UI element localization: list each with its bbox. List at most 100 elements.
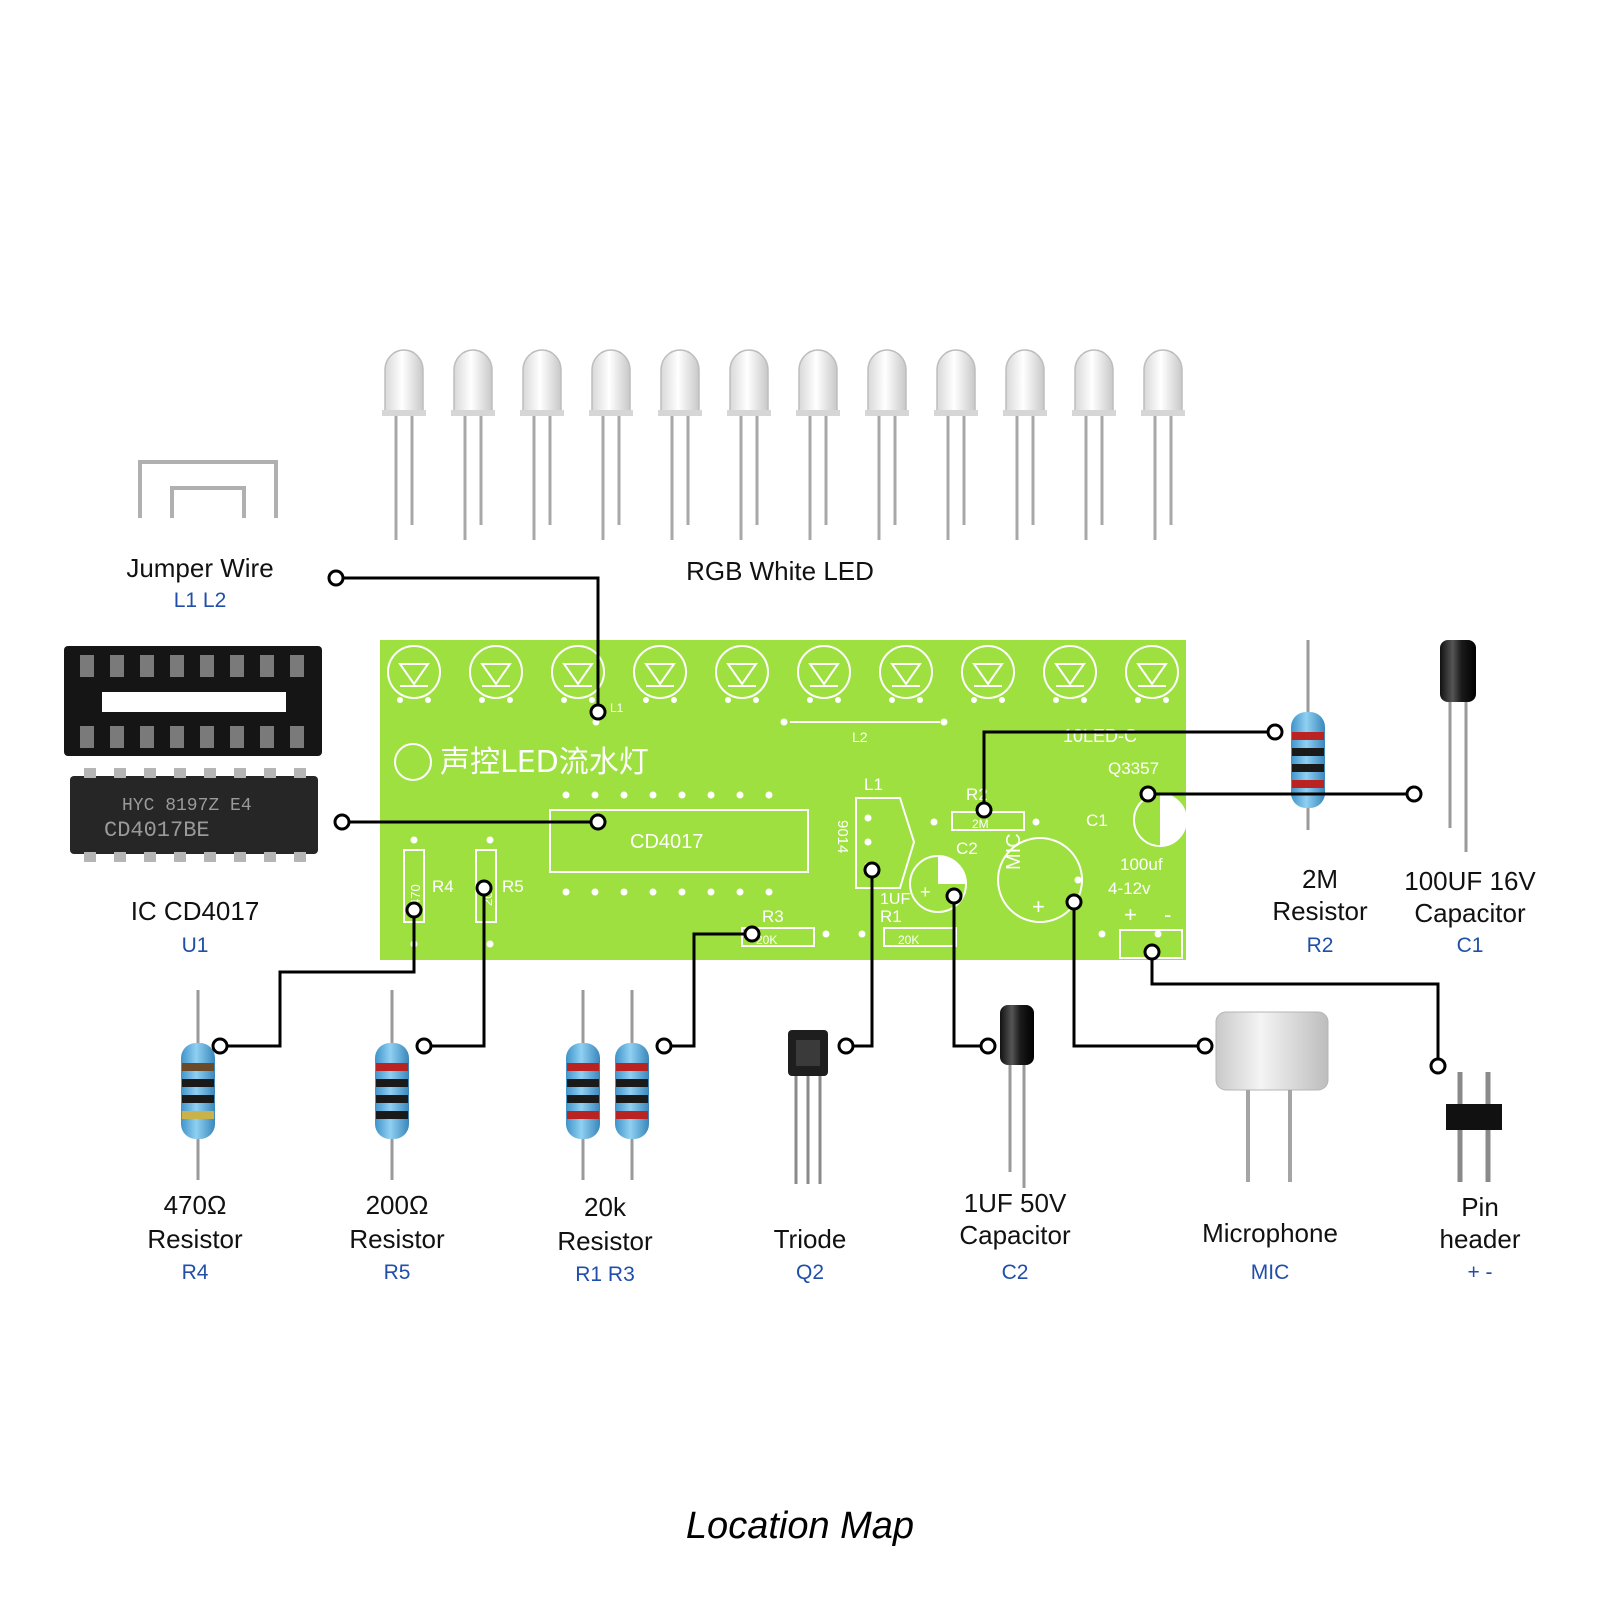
leader-r2-start-dot: [1266, 723, 1284, 741]
silk-c1-value: 100uf: [1120, 855, 1163, 874]
leader-jumper-start-dot: [327, 569, 345, 587]
leader-r13-end-dot: [743, 925, 761, 943]
leader-r13-start-dot: [655, 1037, 673, 1055]
label-r5-name-2: Resistor: [349, 1224, 445, 1254]
capacitor-c1-image: [1440, 640, 1476, 852]
leader-pin: [1150, 952, 1440, 1066]
pcb-ic-label: CD4017: [630, 831, 703, 853]
ic-cd4017-image: HYC 8197Z E4 CD4017BE: [70, 768, 318, 862]
silk-r1: R1: [880, 907, 902, 926]
leader-ic-end-dot: [589, 813, 607, 831]
leader-mic-start-dot: [1196, 1037, 1214, 1055]
label-r2-name-2: Resistor: [1272, 896, 1368, 926]
leader-c1-start-dot: [1139, 785, 1157, 803]
led-row: [382, 349, 1185, 540]
label-r4-ref: R4: [181, 1261, 209, 1284]
label-ic-ref: U1: [181, 934, 209, 957]
leader-endpoints: [211, 569, 1447, 1075]
led-6: [727, 349, 771, 540]
resistor-20k-image-2: [615, 990, 649, 1180]
leader-q2-start-dot: [837, 1037, 855, 1055]
silk-mic: MIC: [1003, 833, 1025, 870]
silk-l1: L1: [610, 701, 624, 715]
leader-mic-end-dot: [1065, 893, 1083, 911]
label-r13-name-1: 20k: [584, 1192, 626, 1222]
label-r2-name-1: 2M: [1301, 864, 1339, 894]
pcb-led-footprint-7: [879, 645, 933, 703]
leader-r2: [982, 730, 1275, 810]
leader-r5-start-dot: [415, 1037, 433, 1055]
leader-r4-end-dot: [405, 901, 423, 919]
board-title-led-icon: [394, 743, 432, 781]
leader-c2-start-dot: [979, 1037, 997, 1055]
leader-r4-start-dot: [211, 1037, 229, 1055]
ic-marking-line-2: CD4017BE: [104, 818, 210, 843]
silk-power-plus: +: [1124, 902, 1137, 927]
ic-marking-line-1: HYC 8197Z E4: [122, 796, 252, 816]
label-mic-name: Microphone: [1202, 1218, 1338, 1248]
leader-c2-end-dot: [945, 887, 963, 905]
resistor-2m-image: [1291, 640, 1325, 830]
silk-r3: R3: [762, 907, 784, 926]
label-pin-ref: + -: [1467, 1261, 1493, 1284]
silk-power-minus: -: [1164, 902, 1171, 927]
silk-l2: L2: [852, 729, 868, 745]
silk-c2-plus: +: [920, 882, 931, 902]
label-c2-name-2: Capacitor: [959, 1220, 1071, 1250]
leader-jumper-end-dot: [589, 703, 607, 721]
silk-c2-value: 1UF: [880, 891, 910, 908]
silk-c2: C2: [956, 839, 978, 858]
label-c1-name-2: Capacitor: [1414, 898, 1526, 928]
silk-r1-value: 20K: [898, 933, 919, 947]
silk-q2: L1: [864, 775, 883, 794]
label-q2-name: Triode: [773, 1224, 847, 1254]
leader-q2-end-dot: [863, 861, 881, 879]
led-12: [1141, 349, 1185, 540]
leader-c1-end-dot: [1405, 785, 1423, 803]
label-r2-ref: R2: [1306, 934, 1334, 957]
pcb-led-footprint-4: [633, 645, 687, 703]
label-pin-name-1: Pin: [1461, 1192, 1499, 1222]
label-r5-ref: R5: [383, 1261, 411, 1284]
leader-q2: [846, 870, 874, 1048]
page-title: Location Map: [685, 1505, 915, 1547]
silk-r4: R4: [432, 877, 454, 896]
silk-r3-value: 20K: [756, 933, 777, 947]
pcb-led-footprint-1: [387, 645, 441, 703]
microphone-image: [1215, 1011, 1329, 1182]
pcb-led-footprint-6: [797, 645, 851, 703]
pcb-board: 声控LED流水灯 10LED-C CD4017 L2 L1 R4 470 R5 …: [380, 640, 1187, 960]
leader-r4: [220, 910, 416, 1048]
silk-r5: R5: [502, 877, 524, 896]
resistor-20k-image-1: [566, 990, 600, 1180]
pcb-led-footprint-5: [715, 645, 769, 703]
label-jumper-name: Jumper Wire: [126, 553, 274, 583]
silk-r2: R2: [966, 785, 988, 804]
label-c2-ref: C2: [1001, 1261, 1029, 1284]
silk-q2-part: 9014: [834, 820, 851, 853]
label-c2-name-1: 1UF 50V: [963, 1188, 1067, 1218]
pcb-led-footprint-10: [1125, 645, 1179, 703]
led-2: [451, 349, 495, 540]
led-footprints: [387, 645, 1179, 781]
silk-r2-value: 2M: [972, 817, 989, 831]
label-pin-name-2: header: [1439, 1224, 1521, 1254]
label-c1-name-1: 100UF 16V: [1404, 866, 1536, 896]
leader-r5: [424, 888, 486, 1048]
silk-voltage: 4-12v: [1108, 879, 1151, 898]
leader-r5-end-dot: [475, 879, 493, 897]
pcb-led-footprint-9: [1043, 645, 1097, 703]
label-r4-name-2: Resistor: [147, 1224, 243, 1254]
silk-q3357: Q3357: [1108, 759, 1159, 778]
resistor-200-image: [375, 990, 409, 1180]
led-9: [934, 349, 978, 540]
label-led-name: RGB White LED: [686, 556, 874, 586]
led-4: [589, 349, 633, 540]
label-mic-ref: MIC: [1250, 1261, 1290, 1284]
resistor-470-image: [181, 990, 215, 1180]
led-1: [382, 349, 426, 540]
led-5: [658, 349, 702, 540]
silk-c1: C1: [1086, 811, 1108, 830]
leader-r13: [664, 932, 752, 1048]
